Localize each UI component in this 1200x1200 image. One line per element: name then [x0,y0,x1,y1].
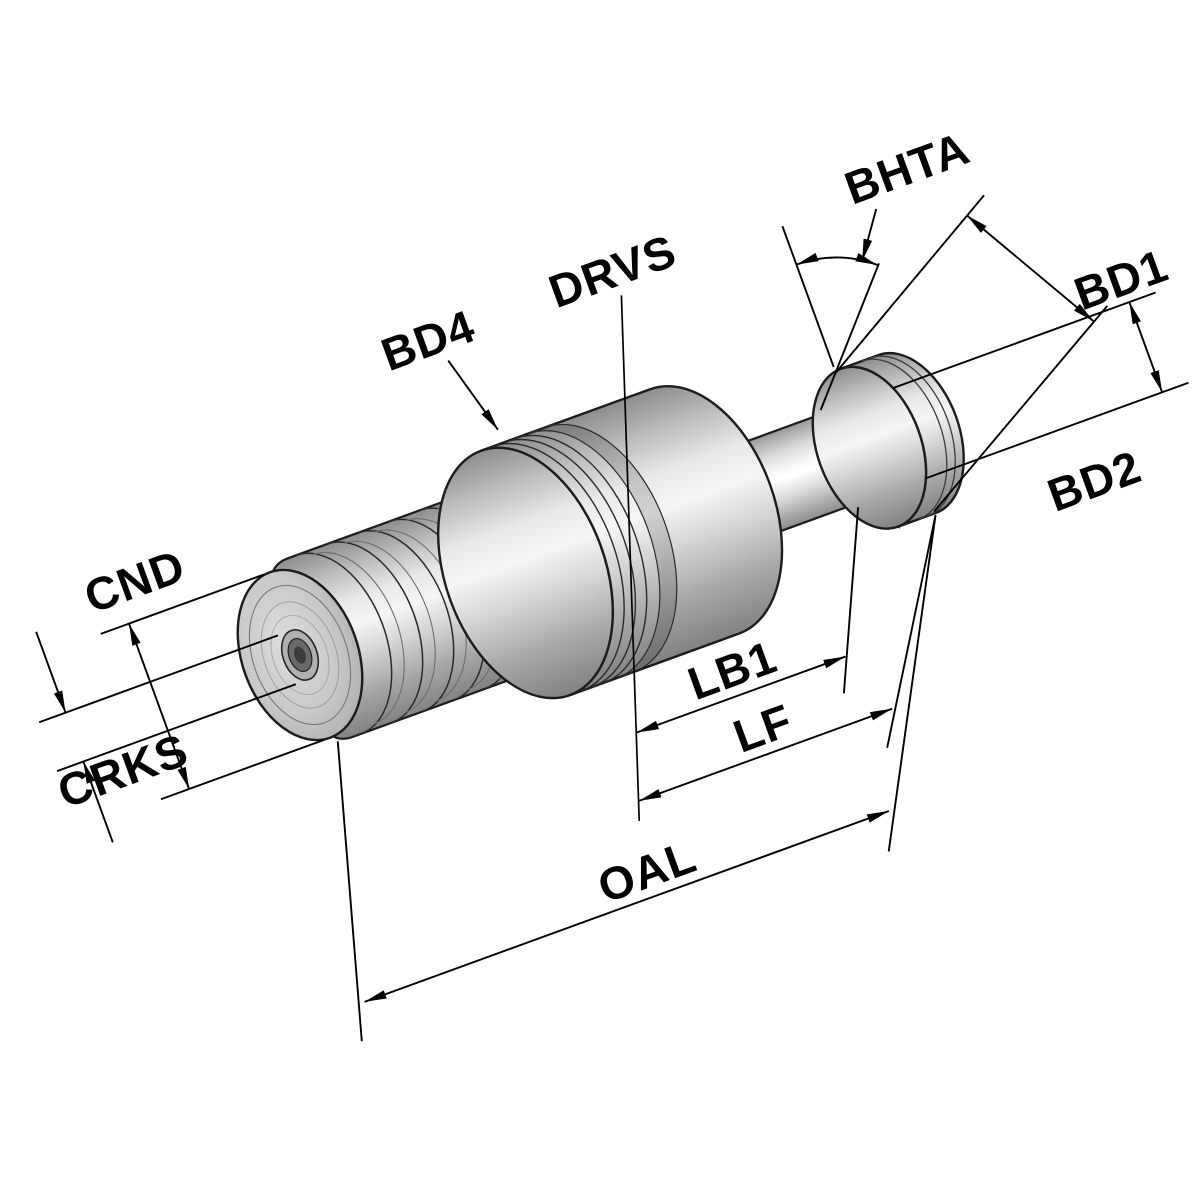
leader-line [620,295,641,822]
label-lf: LF [727,694,799,763]
dimension-line [966,214,1095,323]
extension-line [336,515,937,1042]
extension-line [842,507,860,694]
angle-reference-line [781,225,835,368]
dimension-line [82,761,114,843]
extension-line [835,194,1108,513]
flange-body [480,384,784,697]
extension-line [100,573,325,801]
end-face-chamfer [248,584,352,726]
label-oal: OAL [591,830,703,913]
dimension-line [1128,301,1164,393]
label-bd2: BD2 [1041,440,1148,521]
angle-arc [796,252,878,266]
dim-bd4: BD4 [375,300,499,431]
extension-line [886,515,937,748]
head-groove-lines [861,355,956,520]
label-bd4: BD4 [375,300,482,381]
face-contour-inner [270,614,330,696]
leader-line [447,359,499,431]
dimension-line [128,623,191,790]
coolant-hole-inner [293,646,307,664]
dimension-line [35,631,67,713]
dimension-line [638,707,893,802]
label-cnd: CND [78,539,192,623]
label-bd1: BD1 [1068,239,1175,320]
end-face-group [236,568,364,742]
angle-reference-line [819,263,880,411]
leader-line [861,208,878,262]
part-geometry [236,352,965,742]
face-contour-outer [260,601,340,709]
extension-line [38,634,297,772]
label-bhta: BHTA [838,122,976,215]
label-drvs: DRVS [542,224,683,318]
extension-line [892,291,1189,480]
label-crks: CRKS [51,723,195,818]
dimension-line [364,810,890,1003]
